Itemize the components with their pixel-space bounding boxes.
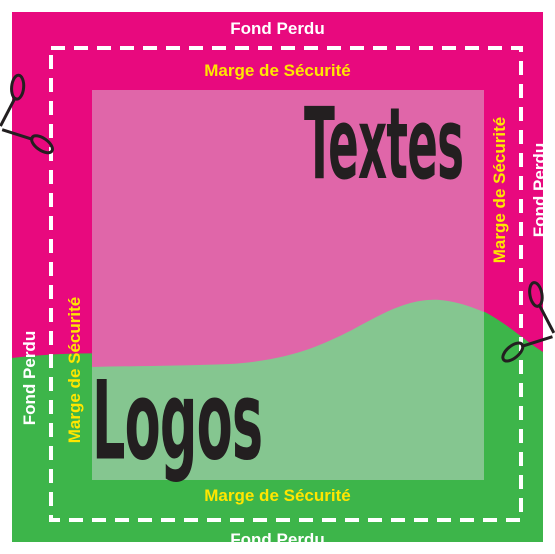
content-green-wave <box>92 299 484 480</box>
scissors-icon <box>501 281 555 363</box>
safety-label-bottom: Marge de Sécurité <box>204 486 351 505</box>
safety-label-right: Marge de Sécurité <box>490 116 509 264</box>
safety-label-top: Marge de Sécurité <box>204 61 351 80</box>
bleed-label-right: Fond Perdu <box>530 142 549 238</box>
bleed-label-top: Fond Perdu <box>230 19 325 38</box>
safety-label-left: Marge de Sécurité <box>65 296 84 444</box>
bleed-label-left: Fond Perdu <box>20 330 39 426</box>
scissors-icon <box>0 73 54 155</box>
safety-margin-line <box>49 46 523 522</box>
bleed-label-bottom: Fond Perdu <box>230 530 325 549</box>
texts-label: Textes <box>304 86 464 202</box>
logos-label: Logos <box>92 360 263 486</box>
